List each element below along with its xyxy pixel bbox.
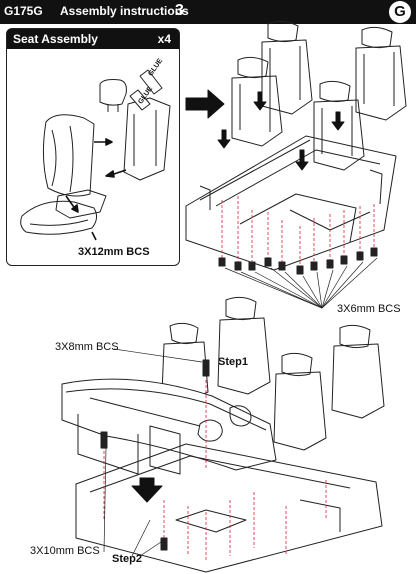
upper-seat-chassis-drawing — [185, 20, 407, 271]
inset-seat-drawing — [20, 69, 171, 235]
header-bar: G175G Assembly instructions 3 G — [0, 0, 416, 24]
step2-label: Step2 — [112, 553, 142, 565]
direction-arrow-icon — [185, 89, 225, 119]
inset-title-bar: Seat Assembly x4 — [7, 29, 179, 49]
screw-3x10-label: 3X10mm BCS — [30, 545, 100, 557]
inset-screw-label: 3X12mm BCS — [78, 246, 150, 258]
upper-screw-label: 3X6mm BCS — [337, 303, 401, 315]
model-number: G175G — [4, 4, 43, 18]
inset-count: x4 — [157, 32, 171, 46]
brand-logo-icon: G — [389, 1, 411, 23]
inset-title: Seat Assembly — [13, 32, 98, 46]
screw-3x8-label: 3X8mm BCS — [55, 341, 119, 353]
page-step-number: 3 — [175, 2, 184, 19]
page-title: Assembly instructions — [60, 4, 189, 18]
lower-dashboard-assembly-drawing — [61, 296, 385, 573]
down-arrow-icon — [131, 477, 163, 503]
step1-label: Step1 — [218, 356, 248, 368]
